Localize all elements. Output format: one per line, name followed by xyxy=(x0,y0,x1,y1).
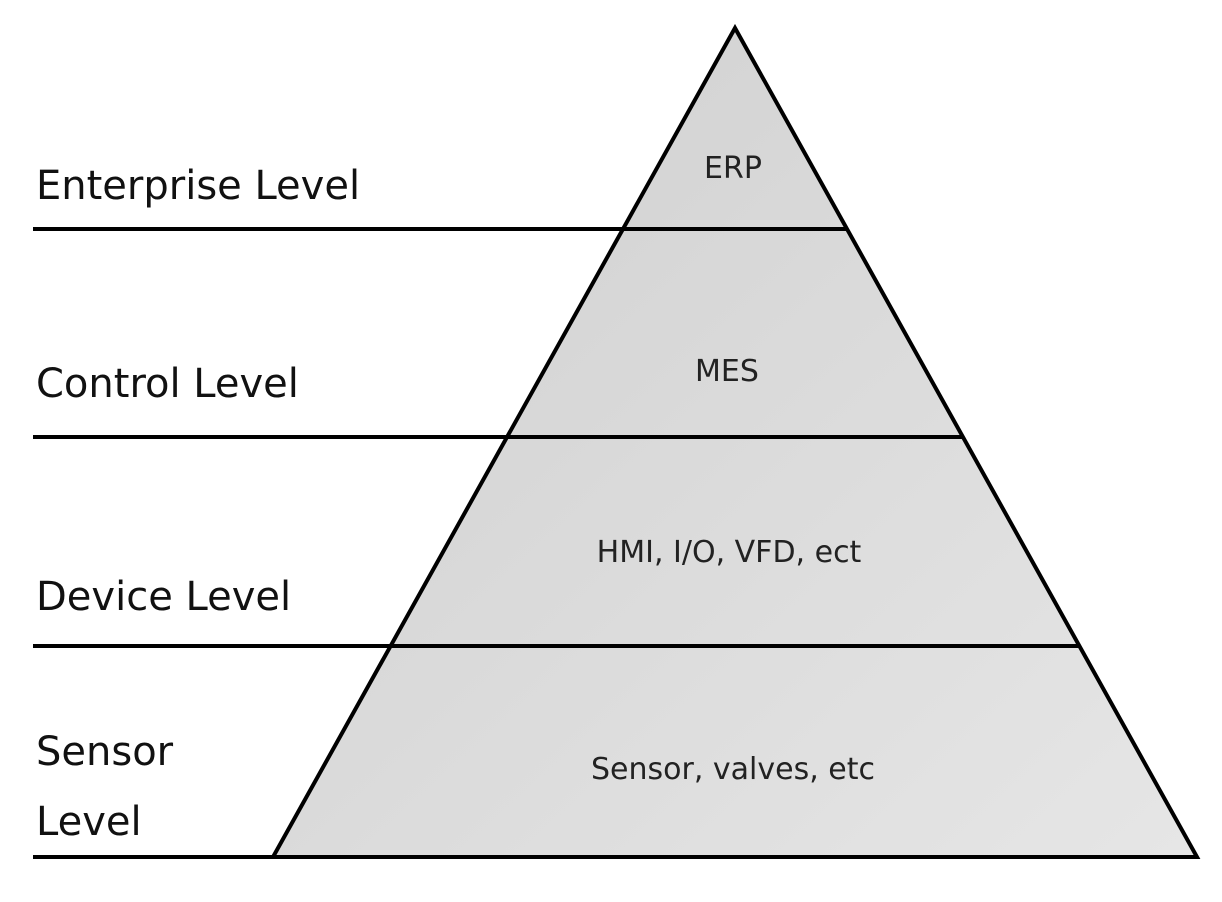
tier-hmi: HMI, I/O, VFD, ect xyxy=(597,535,862,570)
sensor-level-label-line1: Sensor xyxy=(36,729,174,775)
tier-mes: MES xyxy=(695,354,759,389)
device-level-label: Device Level xyxy=(36,574,292,620)
tier-erp: ERP xyxy=(704,151,762,186)
control-level-label: Control Level xyxy=(36,361,299,407)
sensor-level-label-line2: Level xyxy=(36,799,142,845)
enterprise-level-label: Enterprise Level xyxy=(36,163,361,209)
tier-sensor: Sensor, valves, etc xyxy=(591,752,875,787)
